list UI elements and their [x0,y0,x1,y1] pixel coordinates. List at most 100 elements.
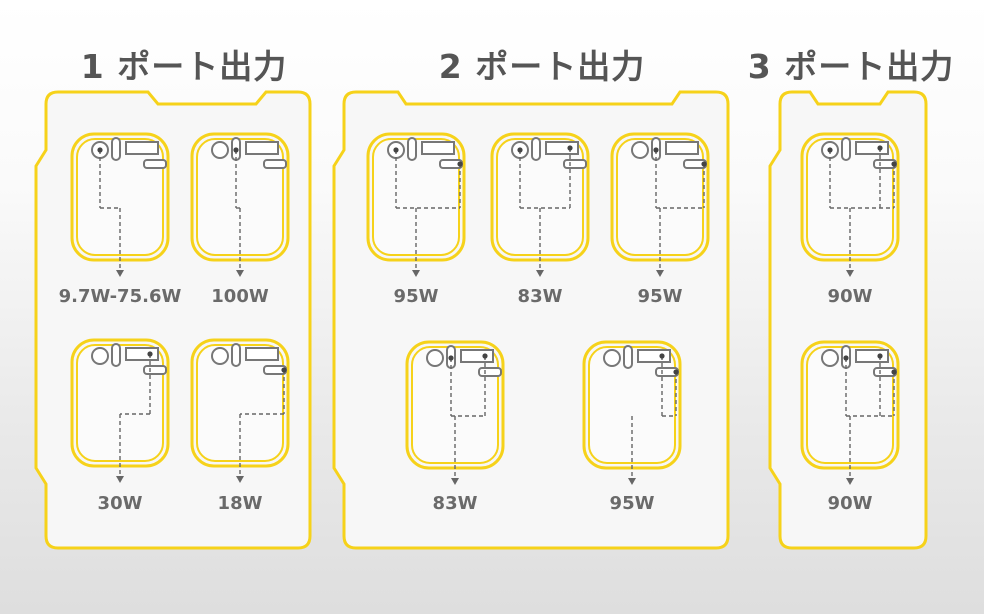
connection-lines [450,356,486,480]
charger-diagram [610,132,710,286]
charger-diagram [800,132,900,286]
wattage-label: 30W [97,493,143,514]
charger-svg [70,132,170,277]
active-port-dot [517,147,523,153]
down-arrow-icon [236,476,244,483]
connection-lines [99,150,121,272]
usb-c2-port-icon [407,137,417,161]
connection-lines [845,356,895,480]
usb-a1-port-icon [545,141,579,155]
usb-a1-port-icon [855,349,889,363]
usb-c2-port-icon [841,137,851,161]
usb-c2-port-icon [531,137,541,161]
charger-diagram [490,132,590,286]
usb-a2-port-icon [143,365,167,375]
charger-diagram [190,132,290,286]
usb-c2-port-icon [623,345,633,369]
usb-a1-port-icon [665,141,699,155]
usb-c2-port-icon [111,137,121,161]
charger-svg [366,132,466,277]
usb-a2-port-icon [563,159,587,169]
active-port-dot [457,161,463,167]
active-port-dot [701,161,707,167]
usb-c1-port-icon [821,349,839,367]
down-arrow-icon [236,270,244,277]
wattage-label: 95W [609,493,655,514]
down-arrow-icon [656,270,664,277]
usb-a1-port-icon [421,141,455,155]
active-port-dot [281,367,287,373]
down-arrow-icon [846,270,854,277]
charger-diagram [190,338,290,492]
active-port-dot [877,353,883,359]
connection-lines [631,356,677,480]
connection-lines [829,148,895,272]
usb-a1-port-icon [245,141,279,155]
usb-a2-port-icon [263,159,287,169]
down-arrow-icon [412,270,420,277]
active-port-dot [891,161,897,167]
wattage-label: 100W [211,286,269,307]
active-port-dot [843,355,849,361]
down-arrow-icon [846,478,854,485]
connection-lines [235,150,241,272]
charger-svg [490,132,590,277]
charger-svg [800,132,900,277]
connection-lines [119,354,151,478]
wattage-label: 90W [827,493,873,514]
usb-a1-port-icon [245,347,279,361]
usb-c1-port-icon [211,347,229,365]
active-port-dot [567,145,573,151]
charger-svg [405,340,505,485]
charger-svg [190,338,290,483]
usb-c2-port-icon [111,343,121,367]
connection-lines [519,148,571,272]
down-arrow-icon [116,476,124,483]
wattage-label: 18W [217,493,263,514]
active-port-dot [659,353,665,359]
usb-a2-port-icon [143,159,167,169]
charger-svg [70,338,170,483]
down-arrow-icon [451,478,459,485]
active-port-dot [827,147,833,153]
usb-a2-port-icon [478,367,502,377]
active-port-dot [653,147,659,153]
usb-a1-port-icon [125,141,159,155]
wattage-label: 95W [393,286,439,307]
usb-c1-port-icon [426,349,444,367]
connection-lines [655,150,705,272]
charger-diagram [582,340,682,494]
active-port-dot [448,355,454,361]
charger-diagram [405,340,505,494]
active-port-dot [482,353,488,359]
wattage-label: 83W [517,286,563,307]
charger-svg [800,340,900,485]
active-port-dot [97,147,103,153]
usb-a1-port-icon [460,349,494,363]
down-arrow-icon [628,478,636,485]
active-port-dot [393,147,399,153]
wattage-label: 90W [827,286,873,307]
charger-diagram [70,338,170,492]
usb-a1-port-icon [855,141,889,155]
usb-c1-port-icon [603,349,621,367]
active-port-dot [673,369,679,375]
usb-a1-port-icon [125,347,159,361]
usb-c1-port-icon [631,141,649,159]
connection-lines [395,150,461,272]
usb-c1-port-icon [91,347,109,365]
charger-diagram [70,132,170,286]
charger-diagram [366,132,466,286]
connection-lines [239,370,285,478]
usb-c2-port-icon [231,343,241,367]
charger-diagram [800,340,900,494]
panel-3-heading: 3 ポート出力 [747,47,955,86]
active-port-dot [891,369,897,375]
charger-svg [582,340,682,485]
active-port-dot [233,147,239,153]
wattage-label: 9.7W-75.6W [58,286,182,307]
active-port-dot [877,145,883,151]
wattage-label: 83W [432,493,478,514]
